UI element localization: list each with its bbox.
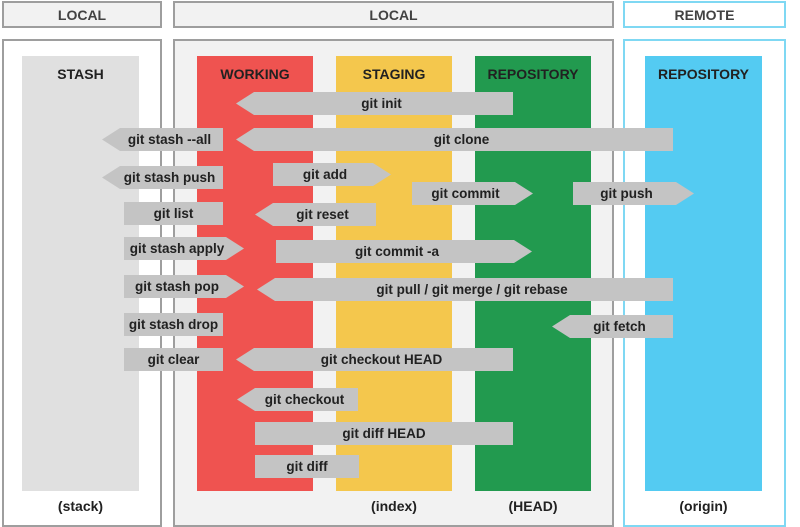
command-git-reset: git reset (255, 203, 376, 226)
header-local-main: LOCAL (173, 1, 614, 28)
column-footer-staging: (index) (371, 498, 417, 514)
command-git-add: git add (273, 163, 391, 186)
command-git-init: git init (236, 92, 513, 115)
command-git-list: git list (124, 202, 223, 225)
column-footer-stash: (stack) (57, 498, 104, 514)
column-stash (22, 56, 139, 491)
command-git-pull-merge-rebase: git pull / git merge / git rebase (257, 278, 673, 301)
column-title-stash: STASH (57, 66, 104, 82)
header-local-stash: LOCAL (2, 1, 162, 28)
column-title-staging: STAGING (362, 66, 426, 82)
header-remote: REMOTE (623, 1, 786, 28)
command-git-stash-drop: git stash drop (124, 313, 223, 336)
column-repository-remote (645, 56, 762, 491)
command-git-diff: git diff (255, 455, 359, 478)
column-title-repository-remote: REPOSITORY (657, 66, 750, 82)
command-git-stash-push: git stash push (102, 166, 223, 189)
command-git-clear: git clear (124, 348, 223, 371)
command-git-checkout: git checkout (237, 388, 358, 411)
column-footer-repository-local: (HEAD) (508, 498, 558, 514)
command-git-diff-head: git diff HEAD (255, 422, 513, 445)
command-git-stash-pop: git stash pop (124, 275, 244, 298)
command-git-push: git push (573, 182, 694, 205)
column-title-working: WORKING (220, 66, 290, 82)
command-git-commit-a: git commit -a (276, 240, 532, 263)
column-title-repository-local: REPOSITORY (487, 66, 579, 82)
command-git-commit: git commit (412, 182, 533, 205)
command-git-stash-apply: git stash apply (124, 237, 244, 260)
command-git-clone: git clone (236, 128, 673, 151)
command-git-fetch: git fetch (552, 315, 673, 338)
command-git-stash-all: git stash --all (102, 128, 223, 151)
command-git-checkout-head: git checkout HEAD (236, 348, 513, 371)
column-footer-repository-remote: (origin) (679, 498, 728, 514)
